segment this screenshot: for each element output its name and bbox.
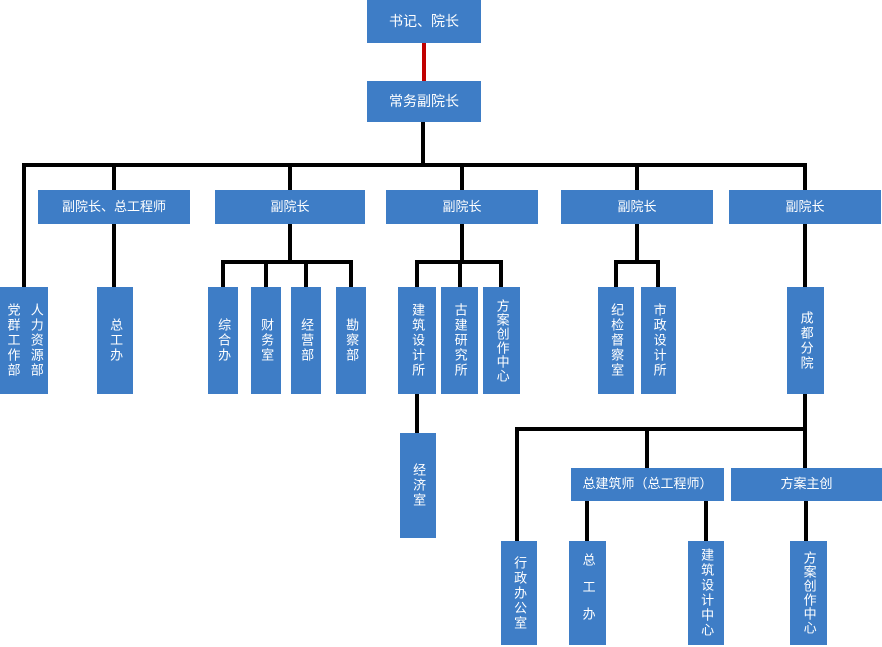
connector-secretary-to-executive: [422, 43, 426, 81]
node-administrative-office: 行政办公室: [501, 541, 537, 645]
connector-drop-admin-office: [515, 427, 519, 541]
connector-branch-horizontal: [515, 427, 807, 431]
connector-drop-chief-architect: [645, 427, 649, 468]
node-business-dept: 经营部: [291, 287, 321, 394]
connector-stub-ancient-arch: [458, 260, 462, 287]
node-human-resources-dept-label: 人力资源部: [28, 303, 44, 378]
node-vice-dean-5: 副院长: [729, 190, 881, 224]
node-vice-dean-2-label: 副院长: [270, 198, 310, 214]
node-chief-engineer-office: 总工办: [97, 287, 133, 394]
node-chief-engineer-office-label: 总工办: [108, 318, 124, 363]
connector-stub-finance: [264, 260, 268, 287]
connector-drop-branch-cheng-office: [585, 501, 589, 541]
node-economy-office: 经济室: [400, 433, 436, 538]
connector-vp2-down: [288, 224, 292, 264]
node-finance-office-label: 财务室: [259, 318, 275, 363]
node-executive-vice-dean-label: 常务副院长: [389, 92, 459, 109]
node-vice-dean-5-label: 副院长: [785, 198, 825, 214]
connector-drop-arch-design-center: [704, 501, 708, 541]
node-architectural-design-institute-label: 建筑设计所: [410, 303, 426, 378]
node-scheme-lead-label: 方案主创: [780, 476, 833, 492]
connector-vp4-down: [635, 224, 639, 264]
connector-drop-vp2: [288, 163, 292, 190]
connector-drop-vp1: [112, 163, 116, 190]
connector-vp5-down: [803, 224, 807, 287]
node-chief-architect: 总建筑师（总工程师）: [571, 468, 724, 501]
connector-vp1-down: [112, 224, 116, 287]
connector-executive-down: [421, 122, 425, 165]
connector-drop-vp4: [635, 163, 639, 190]
node-vice-dean-chief-engineer-label: 副院长、总工程师: [61, 198, 166, 214]
connector-arch-institute-to-economy: [415, 393, 419, 433]
connector-group4-horizontal: [614, 260, 660, 264]
node-secretary-dean-label: 书记、院长: [389, 12, 459, 29]
node-party-mass-hr-box: 党群工作部 人力资源部: [0, 287, 48, 394]
node-ancient-architecture-research-institute-label: 古建研究所: [452, 303, 468, 378]
connector-drop-scheme-lead: [803, 427, 807, 468]
node-scheme-creation-center-label: 方案创作中心: [494, 298, 510, 383]
node-general-affairs-office-label: 综合办: [216, 318, 232, 363]
connector-drop-branch-scheme-center: [804, 501, 808, 541]
node-chengdu-branch-label: 成都分院: [798, 310, 814, 371]
node-vice-dean-3-label: 副院长: [442, 198, 482, 214]
node-municipal-design-institute: 市政设计所: [641, 287, 676, 394]
node-administrative-office-label: 行政办公室: [512, 555, 528, 631]
node-executive-vice-dean: 常务副院长: [367, 81, 481, 122]
node-vice-dean-2: 副院长: [215, 190, 365, 224]
connector-vp3-down: [460, 224, 464, 264]
node-branch-chief-engineer-office: 总工办: [569, 541, 606, 645]
node-architectural-design-center-label: 建筑设计中心: [699, 548, 715, 638]
node-branch-scheme-creation-center-label: 方案创作中心: [801, 551, 817, 635]
node-finance-office: 财务室: [251, 287, 281, 394]
node-business-dept-label: 经营部: [299, 318, 315, 363]
connector-stub-arch-design: [415, 260, 419, 287]
connector-stub-municipal: [656, 260, 660, 287]
node-party-mass-work-dept-label: 党群工作部: [5, 303, 21, 378]
node-chengdu-branch: 成都分院: [787, 287, 824, 394]
node-survey-dept-label: 勘察部: [344, 318, 360, 363]
node-secretary-dean: 书记、院长: [367, 0, 481, 43]
connector-drop-vp3: [460, 163, 464, 190]
node-scheme-creation-center: 方案创作中心: [483, 287, 520, 394]
node-ancient-architecture-research-institute: 古建研究所: [441, 287, 478, 394]
connector-chengdu-down: [803, 393, 807, 430]
connector-stub-discipline: [614, 260, 618, 287]
node-survey-dept: 勘察部: [336, 287, 366, 394]
connector-stub-scheme-center: [499, 260, 503, 287]
node-vice-dean-4: 副院长: [561, 190, 713, 224]
connector-stub-general-affairs: [221, 260, 225, 287]
node-branch-scheme-creation-center: 方案创作中心: [790, 541, 827, 645]
connector-drop-left-depts: [22, 163, 26, 287]
connector-group2-horizontal: [221, 260, 353, 264]
node-architectural-design-center: 建筑设计中心: [688, 541, 724, 645]
node-architectural-design-institute: 建筑设计所: [398, 287, 436, 394]
node-chief-architect-label: 总建筑师（总工程师）: [582, 476, 713, 492]
node-scheme-lead: 方案主创: [731, 468, 882, 501]
node-economy-office-label: 经济室: [411, 463, 427, 508]
node-municipal-design-institute-label: 市政设计所: [651, 303, 667, 378]
connector-stub-business: [304, 260, 308, 287]
connector-drop-vp5: [803, 163, 807, 190]
node-discipline-inspection-office-label: 纪检督察室: [609, 303, 625, 378]
node-general-affairs-office: 综合办: [208, 287, 238, 394]
connector-stub-survey: [349, 260, 353, 287]
connector-main-horizontal: [22, 163, 807, 167]
node-discipline-inspection-office: 纪检督察室: [598, 287, 634, 394]
node-vice-dean-3: 副院长: [386, 190, 538, 224]
node-vice-dean-4-label: 副院长: [617, 198, 657, 214]
node-vice-dean-chief-engineer: 副院长、总工程师: [38, 190, 190, 224]
node-branch-chief-engineer-office-label: 总工办: [580, 552, 596, 634]
